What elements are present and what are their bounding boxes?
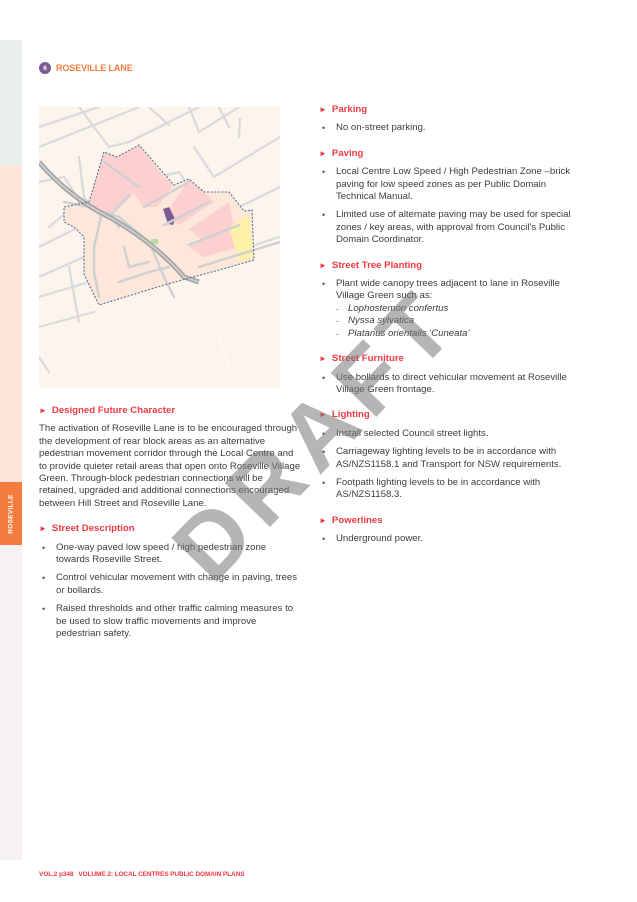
right-column: ► Parking No on-street parking. ► Paving…	[319, 104, 587, 559]
location-map	[39, 107, 280, 388]
list-item: Local Centre Low Speed / High Pedestrian…	[319, 166, 587, 203]
section-title: Street Furniture	[331, 353, 404, 365]
green-space	[151, 239, 158, 244]
list-item: Control vehicular movement with change i…	[39, 572, 301, 597]
section-title: Street Tree Planting	[331, 259, 423, 271]
side-strip-bottom	[0, 545, 22, 860]
section-number-badge: 6	[39, 62, 51, 74]
section-title: Lighting	[331, 409, 370, 421]
section-paragraph: The activation of Roseville Lane is to b…	[39, 423, 301, 509]
page-title: ROSEVILLE LANE	[56, 63, 133, 73]
section-powerlines: ► Powerlines Underground power.	[319, 515, 587, 546]
side-strip-middle	[0, 165, 22, 482]
list-item: Raised thresholds and other traffic calm…	[39, 603, 301, 640]
page-footer: VOL.2 p348 VOLUME 2: LOCAL CENTRES PUBLI…	[39, 871, 245, 878]
map-graphic	[39, 107, 280, 374]
section-title: Street Description	[51, 523, 135, 535]
section-title: Parking	[331, 104, 368, 115]
section-title: Designed Future Character	[51, 405, 176, 416]
left-column: ► Designed Future Character The activati…	[39, 405, 301, 654]
triangle-marker-icon: ►	[319, 515, 327, 525]
list-item: Underground power.	[319, 533, 587, 546]
section-lighting: ► Lighting Install selected Council stre…	[319, 409, 587, 501]
triangle-marker-icon: ►	[319, 354, 327, 364]
triangle-marker-icon: ►	[319, 105, 327, 114]
list-item: No on-street parking.	[319, 122, 587, 135]
side-strip-top	[0, 40, 22, 165]
list-item: One-way paved low speed / high pedestria…	[39, 542, 301, 567]
list-item-text: Plant wide canopy trees adjacent to lane…	[336, 278, 560, 302]
list-item: Footpath lighting levels to be in accord…	[319, 477, 587, 502]
section-title: Paving	[331, 147, 364, 159]
footer-title: VOLUME 2: LOCAL CENTRES PUBLIC DOMAIN PL…	[78, 871, 245, 878]
section-title: Powerlines	[331, 514, 383, 526]
species-item: Lophostemon confertus	[336, 303, 587, 316]
triangle-marker-icon: ►	[319, 148, 327, 158]
species-item: Nyssa sylvatica	[336, 315, 587, 328]
section-paving: ► Paving Local Centre Low Speed / High P…	[319, 148, 587, 247]
list-item: Plant wide canopy trees adjacent to lane…	[319, 278, 587, 340]
side-tab-label: ROSEVILLE	[7, 493, 15, 534]
section-parking: ► Parking No on-street parking.	[319, 104, 587, 135]
list-item: Install selected Council street lights.	[319, 428, 587, 441]
triangle-marker-icon: ►	[319, 260, 327, 270]
list-item: Carriageway lighting levels to be in acc…	[319, 446, 587, 471]
triangle-marker-icon: ►	[39, 524, 47, 534]
species-list: Lophostemon confertus Nyssa sylvatica Pl…	[336, 303, 587, 341]
section-street-furniture: ► Street Furniture Use bollards to direc…	[319, 353, 587, 396]
section-street-tree-planting: ► Street Tree Planting Plant wide canopy…	[319, 259, 587, 341]
triangle-marker-icon: ►	[39, 406, 47, 415]
section-street-description: ► Street Description One-way paved low s…	[39, 523, 301, 640]
page-header: 6 ROSEVILLE LANE	[39, 62, 133, 74]
footer-page-number: VOL.2 p348	[39, 871, 74, 878]
side-tab-roseville[interactable]: ROSEVILLE	[0, 482, 22, 545]
triangle-marker-icon: ►	[319, 410, 327, 420]
species-item: Platanus orientalis ‘Cuneata’	[336, 328, 587, 341]
list-item: Use bollards to direct vehicular movemen…	[319, 372, 587, 397]
section-designed-future-character: ► Designed Future Character The activati…	[39, 405, 301, 510]
list-item: Limited use of alternate paving may be u…	[319, 209, 587, 246]
